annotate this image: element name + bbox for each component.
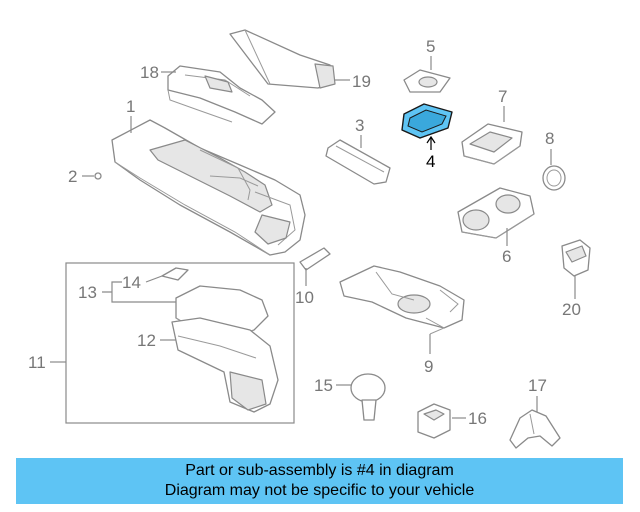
part-11-group-box xyxy=(65,262,295,424)
callout-14: 14 xyxy=(122,273,141,292)
part-9-frame xyxy=(339,265,465,335)
callout-17: 17 xyxy=(528,376,547,395)
part-5-pad xyxy=(403,69,451,93)
callout-9: 9 xyxy=(424,357,433,376)
part-3-rail xyxy=(325,139,391,185)
callout-8: 8 xyxy=(545,129,554,148)
part-12-armrest-base xyxy=(171,317,279,413)
banner-line-1: Part or sub-assembly is #4 in diagram xyxy=(185,462,454,479)
part-6-insert xyxy=(457,187,535,239)
callout-6: 6 xyxy=(502,247,511,266)
part-4-tray xyxy=(401,103,453,139)
part-17-stand xyxy=(509,409,561,449)
callout-18: 18 xyxy=(140,63,159,82)
callout-20: 20 xyxy=(562,300,581,319)
callout-10: 10 xyxy=(295,288,314,307)
callout-1: 1 xyxy=(126,97,135,116)
info-banner: Part or sub-assembly is #4 in diagram Di… xyxy=(16,458,623,504)
callout-2: 2 xyxy=(68,167,77,186)
part-15-knob xyxy=(350,373,386,421)
callout-3: 3 xyxy=(355,116,364,135)
part-19-boot xyxy=(229,29,336,89)
part-14-tab xyxy=(161,267,189,281)
part-16-block xyxy=(417,403,451,439)
part-10-clip xyxy=(299,247,331,271)
leader-14 xyxy=(145,275,163,283)
part-8-cap xyxy=(542,165,566,191)
part-1-console xyxy=(111,119,306,256)
callout-4: 4 xyxy=(426,152,435,171)
callout-5: 5 xyxy=(426,37,435,56)
part-2-screw xyxy=(94,172,102,180)
callout-16: 16 xyxy=(468,409,487,428)
callout-13: 13 xyxy=(78,283,97,302)
part-18-bracket xyxy=(167,65,276,125)
callout-15: 15 xyxy=(314,376,333,395)
banner-line-2: Diagram may not be specific to your vehi… xyxy=(164,482,475,499)
part-7-cup-holder xyxy=(461,123,523,165)
callout-12: 12 xyxy=(137,331,156,350)
part-20-switch xyxy=(561,239,591,277)
callout-7: 7 xyxy=(498,87,507,106)
callout-19: 19 xyxy=(352,72,371,91)
leader-13 xyxy=(102,281,176,303)
callout-11: 11 xyxy=(28,353,46,372)
leader-4-arrow xyxy=(426,135,436,144)
